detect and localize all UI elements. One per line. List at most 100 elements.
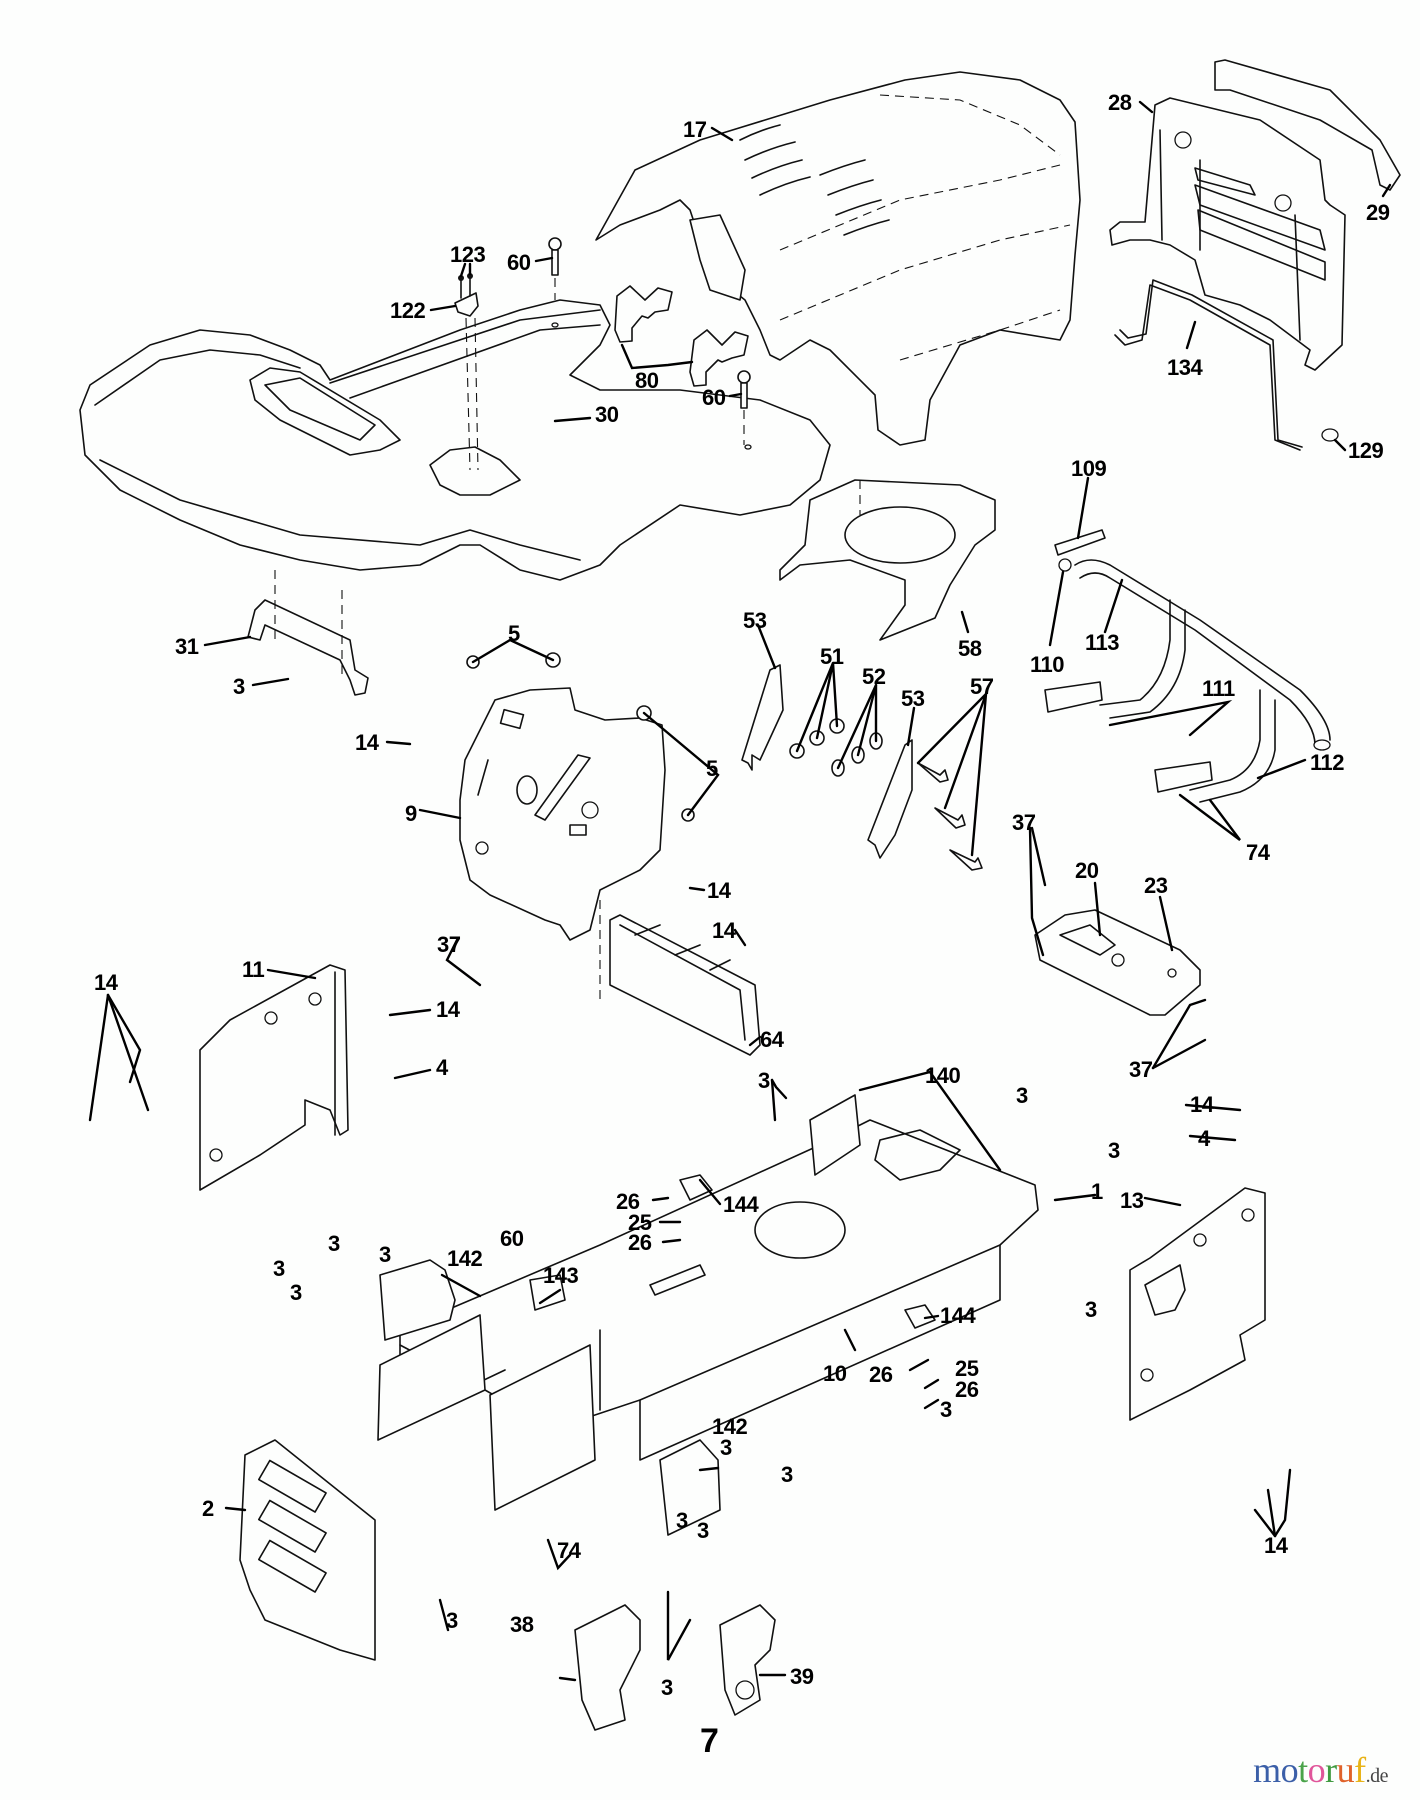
part-142-bracket-left[interactable]: [379, 1259, 456, 1341]
callout-74: 74: [557, 1538, 582, 1563]
callout-17: 17: [683, 117, 707, 142]
callout-23: 23: [1144, 873, 1168, 898]
callout-3: 3: [781, 1462, 793, 1487]
callout-3: 3: [1085, 1297, 1097, 1322]
part-31-bracket[interactable]: [247, 570, 369, 696]
callout-14: 14: [707, 878, 732, 903]
watermark-letters: motoruf: [1253, 1750, 1366, 1790]
callout-39: 39: [790, 1664, 814, 1689]
callout-26: 26: [869, 1362, 893, 1387]
callout-109: 109: [1071, 456, 1106, 481]
callout-4: 4: [436, 1055, 449, 1080]
part-58-shield[interactable]: [779, 479, 996, 641]
part-122-plate[interactable]: [454, 273, 479, 471]
callout-144: 144: [940, 1303, 976, 1328]
part-64-bracket[interactable]: [599, 900, 761, 1056]
part-134-rod[interactable]: [1114, 279, 1339, 451]
callout-143: 143: [543, 1263, 578, 1288]
callout-26: 26: [628, 1230, 652, 1255]
callout-30: 30: [595, 402, 619, 427]
page-number: 7: [700, 1722, 719, 1760]
watermark-logo: motoruf.de: [1253, 1752, 1388, 1788]
callout-3: 3: [328, 1231, 340, 1256]
part-29-grille-top[interactable]: [1214, 59, 1401, 191]
part-51-nuts[interactable]: [789, 718, 845, 759]
callout-144: 144: [723, 1192, 759, 1217]
callout-9: 9: [405, 801, 417, 826]
callout-14: 14: [1264, 1533, 1289, 1558]
callout-3: 3: [697, 1518, 709, 1543]
callout-53: 53: [901, 686, 925, 711]
callout-25: 25: [628, 1210, 652, 1235]
callout-60: 60: [702, 385, 726, 410]
watermark-letter: f: [1354, 1750, 1366, 1790]
callout-3: 3: [758, 1068, 770, 1093]
callout-37: 37: [1129, 1057, 1153, 1082]
watermark-letter: t: [1298, 1750, 1308, 1790]
callout-29: 29: [1366, 200, 1390, 225]
callout-113: 113: [1085, 630, 1119, 655]
callout-123: 123: [450, 242, 485, 267]
callout-3: 3: [1016, 1083, 1028, 1108]
watermark-letter: u: [1336, 1750, 1355, 1790]
part-13-side-panel[interactable]: [1129, 1187, 1266, 1421]
callout-1: 1: [1091, 1179, 1103, 1204]
watermark-suffix: .de: [1365, 1765, 1389, 1787]
part-17-hood[interactable]: [595, 71, 1081, 446]
part-109-strap[interactable]: [1054, 529, 1106, 556]
callout-110: 110: [1030, 652, 1064, 677]
part-57-bolts[interactable]: [917, 762, 983, 871]
part-9-dash-panel[interactable]: [459, 687, 666, 941]
callout-labels: 17 28 29 123 60 122 80 60 30 134 129 109…: [94, 90, 1390, 1700]
part-2-plate[interactable]: [239, 1439, 376, 1661]
part-38-bracket[interactable]: [574, 1604, 641, 1731]
callout-57: 57: [970, 674, 994, 699]
callout-51: 51: [820, 644, 844, 669]
callout-5: 5: [508, 621, 520, 646]
part-20-plate[interactable]: [1034, 909, 1201, 1016]
callout-3: 3: [233, 674, 245, 699]
callout-3: 3: [720, 1435, 732, 1460]
callout-14: 14: [712, 918, 737, 943]
part-30-fender[interactable]: [79, 299, 831, 581]
callout-140: 140: [925, 1063, 960, 1088]
frame-front-plate[interactable]: [377, 1314, 596, 1511]
callout-60: 60: [507, 250, 531, 275]
callout-38: 38: [510, 1612, 534, 1637]
part-39-bracket[interactable]: [719, 1604, 776, 1716]
part-28-grille[interactable]: [1109, 97, 1346, 371]
part-113-bumper[interactable]: [1044, 558, 1331, 803]
part-53-plate-left[interactable]: [741, 664, 784, 771]
callout-3: 3: [676, 1508, 688, 1533]
callout-74: 74: [1246, 840, 1271, 865]
callout-3: 3: [446, 1608, 458, 1633]
callout-60: 60: [500, 1226, 524, 1251]
part-144-brackets[interactable]: [679, 1174, 936, 1329]
part-60-bolt-upper[interactable]: [548, 237, 751, 445]
part-80-bumpers[interactable]: [614, 285, 749, 387]
part-53-plate-right[interactable]: [867, 739, 913, 859]
callout-142: 142: [712, 1414, 747, 1439]
part-143-bracket[interactable]: [529, 1274, 566, 1311]
part-11-side-panel[interactable]: [199, 964, 349, 1191]
callout-26: 26: [955, 1377, 979, 1402]
callout-28: 28: [1108, 90, 1132, 115]
callout-20: 20: [1075, 858, 1099, 883]
callout-37: 37: [437, 932, 461, 957]
callout-14: 14: [436, 997, 461, 1022]
callout-122: 122: [390, 298, 425, 323]
watermark-letter: m: [1253, 1750, 1281, 1790]
part-142-bracket-right[interactable]: [659, 1439, 721, 1536]
callout-129: 129: [1348, 438, 1383, 463]
callout-14: 14: [94, 970, 119, 995]
part-140-bracket[interactable]: [809, 1094, 861, 1176]
callout-10: 10: [823, 1361, 847, 1386]
watermark-letter: r: [1325, 1750, 1337, 1790]
callout-11: 11: [242, 957, 265, 982]
callout-64: 64: [760, 1027, 785, 1052]
callout-3: 3: [661, 1675, 673, 1700]
callout-5: 5: [706, 756, 718, 781]
callout-31: 31: [175, 634, 199, 659]
callout-3: 3: [290, 1280, 302, 1305]
